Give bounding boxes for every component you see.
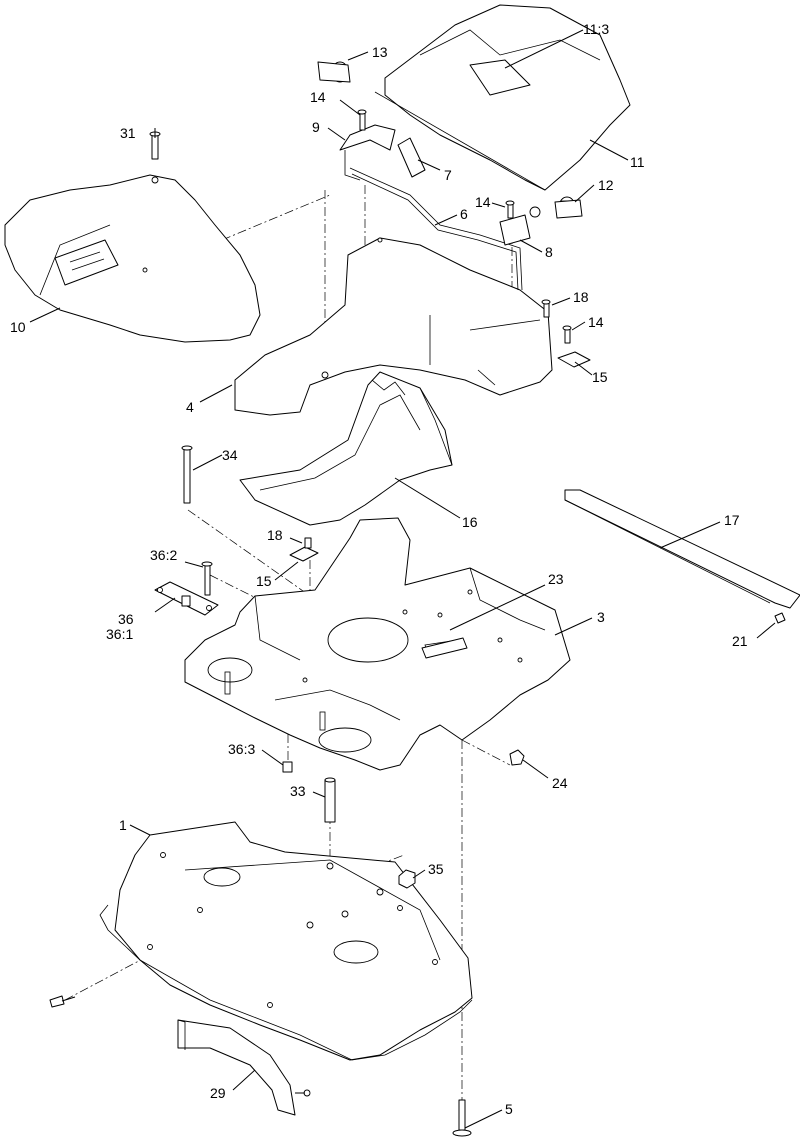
- part-36-bracket-assembly: [154, 561, 293, 773]
- part-4-upper-housing: [234, 237, 553, 416]
- callout-9: 9: [312, 119, 320, 135]
- callout-7: 7: [444, 167, 452, 183]
- callout-17: 17: [724, 512, 740, 528]
- part-15-plate-upper: [557, 351, 591, 368]
- callout-14-a: 14: [310, 89, 326, 105]
- part-14-screw-b: [505, 200, 515, 219]
- callout-23: 23: [548, 571, 564, 587]
- part-1-base-pan: [99, 821, 473, 1061]
- part-29-bracket: [177, 1019, 311, 1116]
- callout-31: 31: [120, 125, 136, 141]
- part-23-decal: [421, 637, 468, 659]
- callout-3: 3: [597, 609, 605, 625]
- part-9-linkage: [339, 124, 396, 181]
- callout-labels: 11:3 13 14 9 31 11 7 12 14 6 8 18 14 10 …: [10, 21, 748, 1117]
- part-8-bracket: [499, 206, 541, 246]
- part-17-rail: [564, 489, 800, 624]
- callout-24: 24: [552, 775, 568, 791]
- callout-8: 8: [545, 244, 553, 260]
- callout-1: 1: [119, 817, 127, 833]
- callout-21: 21: [732, 633, 748, 649]
- callout-13: 13: [372, 44, 388, 60]
- part-14-screw-c: [562, 325, 572, 344]
- part-24-nut: [509, 749, 525, 766]
- part-11-cover: [374, 4, 631, 191]
- part-18-screw-upper: [541, 299, 551, 318]
- callout-18-a: 18: [573, 289, 589, 305]
- callout-11: 11: [630, 154, 645, 170]
- callout-33: 33: [290, 783, 306, 799]
- callout-6: 6: [460, 206, 468, 222]
- part-14-screw-a: [357, 109, 367, 131]
- part-35-nut: [398, 869, 416, 889]
- part-13-spring: [317, 61, 351, 83]
- part-5-bolt: [452, 1099, 472, 1137]
- callout-4: 4: [186, 399, 194, 415]
- part-7-lever: [397, 137, 426, 178]
- part-10-seat-cover: [4, 174, 261, 343]
- callout-12: 12: [598, 177, 614, 193]
- callout-35: 35: [428, 861, 444, 877]
- part-3-deck-housing: [184, 517, 571, 771]
- part-12-spring: [554, 196, 583, 219]
- part-34-bolt: [181, 445, 193, 504]
- callout-15-a: 15: [592, 369, 608, 385]
- callout-10: 10: [10, 319, 26, 335]
- part-33-spacer: [324, 777, 336, 823]
- callout-36: 36: [118, 611, 134, 627]
- callout-15-b: 15: [256, 573, 272, 589]
- callout-11-3: 11:3: [583, 21, 609, 37]
- part-15-plate-lower: [289, 537, 319, 562]
- callout-14-b: 14: [475, 194, 491, 210]
- callout-16: 16: [462, 514, 478, 530]
- part-screw-left: [49, 995, 76, 1008]
- callout-14-c: 14: [588, 314, 604, 330]
- callout-18-b: 18: [267, 527, 283, 543]
- callout-29: 29: [210, 1085, 226, 1101]
- callout-36-3: 36:3: [228, 741, 255, 757]
- callout-5: 5: [505, 1101, 513, 1117]
- callout-34: 34: [222, 447, 238, 463]
- part-6-rod: [349, 167, 523, 291]
- leader-lines: [29, 29, 776, 1129]
- callout-36-2: 36:2: [150, 547, 177, 563]
- part-16-chute: [239, 371, 453, 526]
- callout-36-1: 36:1: [106, 626, 133, 642]
